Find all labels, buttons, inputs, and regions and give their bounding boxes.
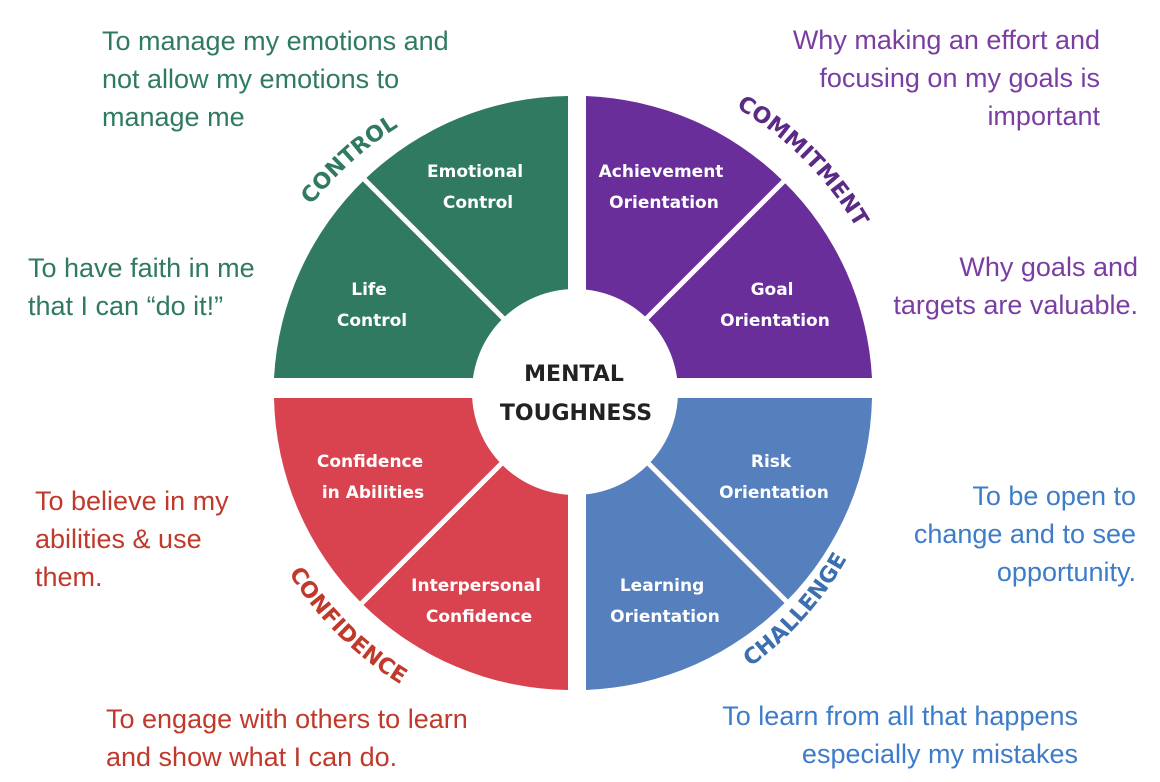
segment-label-line: Confidence [426,607,532,627]
center-circle [472,289,678,495]
note-line: targets are valuable. [893,290,1138,320]
note-achievement-orientation: Why making an effort and focusing on my … [793,21,1100,135]
segment-risk-orientation: Risk Orientation [719,452,829,503]
segment-interpersonal-confidence: Interpersonal Confidence [411,576,547,627]
note-risk-orientation: To be open to change and to see opportun… [914,477,1136,591]
segment-label-line: Emotional [427,162,523,182]
segment-label-line: Learning [620,576,704,596]
note-line: important [987,101,1100,131]
note-line: especially my mistakes [801,739,1078,769]
segment-label-line: Orientation [609,193,719,213]
segment-life-control: Life Control [337,280,407,331]
note-line: focusing on my goals is [819,63,1100,93]
note-line: Why making an effort and [792,25,1100,55]
segment-label-line: Orientation [719,483,829,503]
note-line: that I can “do it!” [28,291,224,321]
segment-label-line: Life [351,280,387,300]
segment-learning-orientation: Learning Orientation [610,576,720,627]
segment-label-line: Interpersonal [411,576,541,596]
note-life-control: To have faith in me that I can “do it!” [28,249,255,325]
note-line: To manage my emotions and [102,26,449,56]
segment-label-line: Risk [751,452,792,472]
segment-goal-orientation: Goal Orientation [720,280,830,331]
segment-label-line: Confidence [317,452,423,472]
note-line: To engage with others to learn [106,704,468,734]
segment-label-line: Goal [751,280,794,300]
segment-label-line: Achievement [599,162,724,182]
note-line: opportunity. [996,557,1136,587]
center-title-line2: TOUGHNESS [500,401,652,426]
note-line: change and to see [913,519,1136,549]
note-line: To believe in my [35,486,229,516]
segment-emotional-control: Emotional Control [427,162,529,213]
note-interpersonal-confidence: To engage with others to learn and show … [106,700,468,776]
segment-label-line: Control [443,193,513,213]
segment-confidence-in-abilities: Confidence in Abilities [317,452,429,503]
note-line: To be open to [972,481,1136,511]
segment-label-line: Control [337,311,407,331]
segment-label-line: Orientation [610,607,720,627]
segment-achievement-orientation: Achievement Orientation [599,162,730,213]
note-line: Why goals and [959,252,1138,282]
segment-label-line: in Abilities [322,483,424,503]
note-line: manage me [102,102,245,132]
note-line: and show what I can do. [106,742,398,772]
note-line: To learn from all that happens [722,701,1078,731]
note-learning-orientation: To learn from all that happens especiall… [722,697,1078,773]
segment-label-line: Orientation [720,311,830,331]
note-confidence-abilities: To believe in my abilities & use them. [35,482,229,596]
note-line: To have faith in me [28,253,255,283]
note-line: abilities & use [35,524,202,554]
note-line: them. [35,562,103,592]
note-emotional-control: To manage my emotions and not allow my e… [102,22,449,136]
note-line: not allow my emotions to [102,64,400,94]
center-title-line1: MENTAL [524,362,624,387]
note-goal-orientation: Why goals and targets are valuable. [893,248,1138,324]
